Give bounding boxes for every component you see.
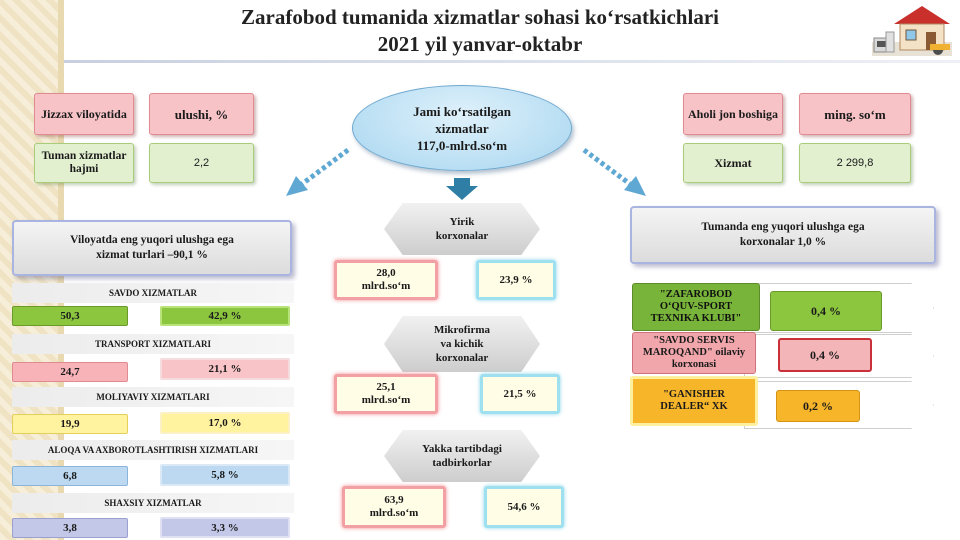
enterprise-share-2: 0,4 % xyxy=(778,338,872,372)
group-amount-small: 25,1 mlrd.so‘m xyxy=(334,374,438,414)
district-value-box: 2,2 xyxy=(149,143,254,183)
title-line-2: 2021 yil yanvar-oktabr xyxy=(377,32,583,56)
group-label-large: Yirik korxonalar xyxy=(384,203,540,255)
dashed-arrow-left-icon xyxy=(286,147,350,196)
category-value-trade: 50,3 xyxy=(12,306,128,326)
left-heading-line-1: Viloyatda eng yuqori ulushga ega xyxy=(70,234,234,246)
category-value-transport: 24,7 xyxy=(12,362,128,382)
header-bar xyxy=(64,0,960,62)
group-label-small: Mikrofirma va kichik korxonalar xyxy=(384,316,540,372)
category-value-personal: 3,8 xyxy=(12,518,128,538)
left-panel-heading: Viloyatda eng yuqori ulushga ega xizmat … xyxy=(12,220,292,276)
total-line-1: Jami ko‘rsatilgan xyxy=(413,103,511,119)
total-line-2: xizmatlar xyxy=(435,120,489,136)
right-heading-line-1: Tumanda eng yuqori ulushga ega xyxy=(701,221,865,233)
unit-label-box: ming. so‘m xyxy=(799,93,911,135)
enterprise-name-2: "SAVDO SERVIS MAROQAND" oilaviy korxonas… xyxy=(632,332,756,374)
total-line-3: 117,0-mlrd.so‘m xyxy=(416,137,508,153)
per-capita-label: Aholi jon boshiga xyxy=(687,106,779,121)
page-title: Zarafobod tumanida xizmatlar sohasi ko‘r… xyxy=(160,4,800,58)
category-label-trade: SAVDO XIZMATLAR xyxy=(12,283,294,303)
service-value-box: 2 299,8 xyxy=(799,143,911,183)
group-share-large: 23,9 % xyxy=(476,260,556,300)
right-panel-heading: Tumanda eng yuqori ulushga ega korxonala… xyxy=(630,206,936,264)
share-label: ulushi, % xyxy=(174,106,229,122)
district-value: 2,2 xyxy=(193,156,210,169)
title-line-1: Zarafobod tumanida xizmatlar sohasi ko‘r… xyxy=(241,5,719,29)
share-label-box: ulushi, % xyxy=(149,93,254,135)
down-arrow-icon xyxy=(446,178,478,200)
total-services-oval: Jami ko‘rsatilgan xizmatlar 117,0-mlrd.s… xyxy=(352,85,572,171)
group-label-individual: Yakka tartibdagi tadbirkorlar xyxy=(384,430,540,482)
left-heading-line-2: xizmat turlari –90,1 % xyxy=(96,249,208,261)
service-label: Xizmat xyxy=(714,155,752,170)
category-label-personal: SHAXSIY XIZMATLAR xyxy=(12,493,294,513)
category-label-transport: TRANSPORT XIZMATLARI xyxy=(12,334,294,354)
header-divider xyxy=(64,60,960,63)
dashed-arrow-right-icon xyxy=(582,147,646,196)
group-share-small: 21,5 % xyxy=(480,374,560,414)
category-value-communication: 6,8 xyxy=(12,466,128,486)
category-label-finance: MOLIYAVIY XIZMATLARI xyxy=(12,387,294,407)
district-label: Tuman xizmatlar hajmi xyxy=(41,150,127,175)
house-illustration-icon xyxy=(872,6,952,56)
category-share-finance: 17,0 % xyxy=(160,412,290,434)
category-value-finance: 19,9 xyxy=(12,414,128,434)
enterprise-share-1: 0,4 % xyxy=(770,291,882,331)
category-share-trade: 42,9 % xyxy=(160,306,290,326)
unit-label: ming. so‘m xyxy=(824,106,886,122)
category-share-personal: 3,3 % xyxy=(160,517,290,538)
category-share-communication: 5,8 % xyxy=(160,464,290,486)
district-label-box: Tuman xizmatlar hajmi xyxy=(34,143,134,183)
group-share-individual: 54,6 % xyxy=(484,486,564,528)
right-heading-line-2: korxonalar 1,0 % xyxy=(739,236,827,248)
service-value: 2 299,8 xyxy=(836,156,874,169)
category-label-communication: ALOQA VA AXBOROTLASHTIRISH XIZMATLARI xyxy=(12,440,294,460)
enterprise-share-3: 0,2 % xyxy=(776,390,860,422)
region-label-box: Jizzax viloyatida xyxy=(34,93,134,135)
enterprise-name-3: "GANISHER DEALER“ XK xyxy=(630,376,758,426)
group-amount-individual: 63,9 mlrd.so‘m xyxy=(342,486,446,528)
region-label: Jizzax viloyatida xyxy=(41,106,127,121)
enterprise-name-1: "ZAFAROBOD O‘QUV-SPORT TEXNIKA KLUBI" xyxy=(632,283,760,331)
per-capita-label-box: Aholi jon boshiga xyxy=(683,93,783,135)
category-share-transport: 21,1 % xyxy=(160,358,290,380)
service-label-box: Xizmat xyxy=(683,143,783,183)
group-amount-large: 28,0 mlrd.so‘m xyxy=(334,260,438,300)
